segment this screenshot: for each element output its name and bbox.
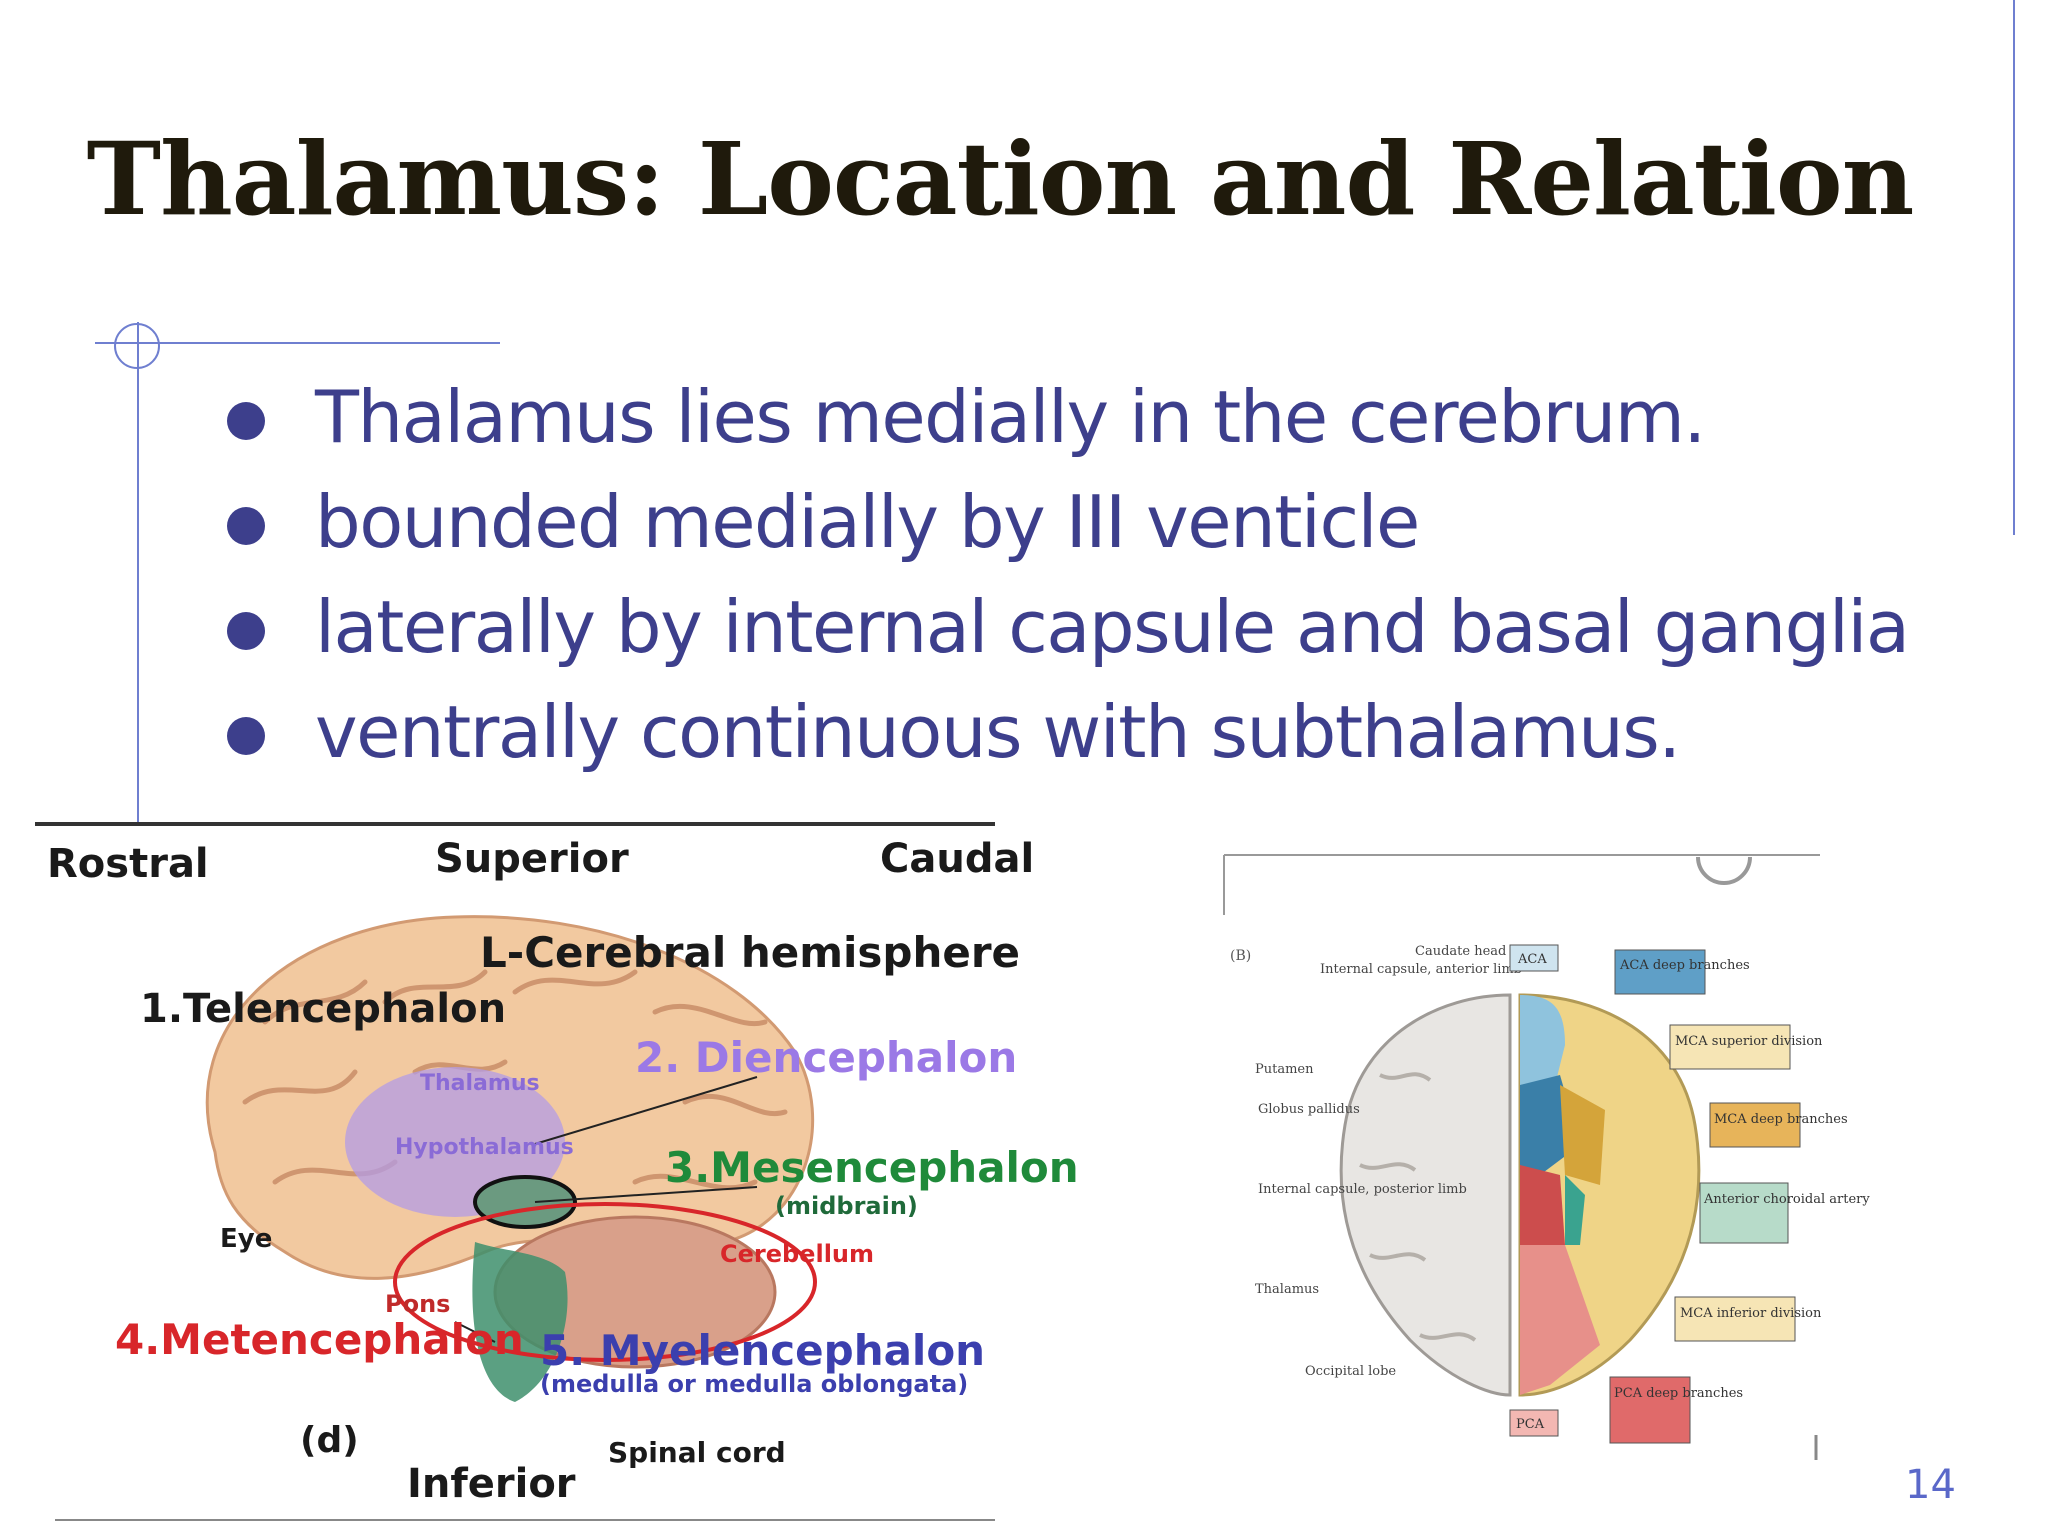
bullet-item: ventrally continuous with subthalamus. [225,680,1908,785]
label-caudate-head: Caudate head [1415,944,1506,959]
bullet-text: Thalamus lies medially in the cerebrum. [315,375,1706,459]
choroidal-green-territory [1565,1175,1585,1245]
label-thalamus-artery: Thalamus [1255,1282,1319,1297]
label-medulla: (medulla or medulla oblongata) [540,1370,968,1398]
pca-territory [1520,1245,1600,1395]
brainstem-shape [472,1242,568,1402]
mca-deep-territory [1560,1085,1605,1185]
label-internal-capsule-posterior: Internal capsule, posterior limb [1258,1182,1467,1197]
bullet-item: laterally by internal capsule and basal … [225,575,1910,680]
label-globus-pallidus: Globus pallidus [1258,1102,1360,1117]
left-sulci-pattern [1359,1072,1477,1342]
decorative-line-left [137,322,139,822]
left-hemisphere-shape [1339,993,1512,1397]
box-mca-inferior: MCA inferior division [1680,1306,1822,1321]
bullet-icon [227,612,265,650]
label-panel-d: (d) [300,1420,359,1461]
bullet-icon [227,507,265,545]
pointer-line [454,1321,496,1343]
label-putamen: Putamen [1255,1062,1314,1077]
box-mca-deep: MCA deep branches [1714,1112,1848,1127]
cerebellum-outline [393,1202,817,1362]
bullet-list: Thalamus lies medially in the cerebrum. … [225,365,1910,785]
page-number: 14 [1905,1462,1956,1508]
label-internal-capsule-anterior: Internal capsule, anterior limb [1320,962,1522,977]
label-spinal-cord: Spinal cord [608,1436,786,1469]
label-occipital-lobe: Occipital lobe [1305,1364,1396,1379]
box-mca-superior: MCA superior division [1675,1034,1823,1049]
label-metencephalon: 4.Metencephalon [115,1315,524,1364]
bullet-text: laterally by internal capsule and basal … [315,585,1910,669]
bullet-item: Thalamus lies medially in the cerebrum. [225,365,1908,470]
arterial-territories-figure: (B) Internal capsule, anterior limb Caud… [1220,845,1870,1465]
label-mesencephalon: 3.Mesencephalon [665,1143,1079,1192]
label-midbrain: (midbrain) [775,1192,918,1220]
label-cerebellum: Cerebellum [720,1240,874,1268]
label-thalamus: Thalamus [420,1071,540,1096]
figure-corner-mark [1696,856,1752,885]
box-pca-deep: PCA deep branches [1614,1386,1743,1401]
box-anterior-choroidal: Anterior choroidal artery [1703,1192,1870,1207]
midbrain-circle [473,1175,577,1229]
label-hypothalamus: Hypothalamus [395,1135,574,1160]
slide-title: Thalamus: Location and Relation [86,120,1915,238]
decorative-crosshair [114,323,160,369]
bullet-item: bounded medially by III venticle [225,470,1908,575]
box-aca-deep: ACA deep branches [1619,958,1750,973]
box-aca: ACA [1517,952,1547,967]
bullet-text: bounded medially by III venticle [315,480,1420,564]
decorative-line-right [2013,0,2015,535]
bullet-icon [227,717,265,755]
label-eye: Eye [220,1224,272,1254]
decorative-line-horizontal [95,342,500,344]
pointer-line [534,1186,758,1203]
brain-divisions-figure: Rostral Superior Caudal L-Cerebral hemis… [35,822,1079,1526]
label-telencephalon: 1.Telencephalon [140,986,506,1032]
bullet-text: ventrally continuous with subthalamus. [315,690,1681,774]
bullet-icon [227,402,265,440]
anterior-choroidal-territory [1520,1165,1565,1255]
label-hemisphere: L-Cerebral hemisphere [480,928,1020,977]
label-superior: Superior [435,836,629,882]
box-pca: PCA [1516,1417,1545,1432]
label-myelencephalon: 5. Myelencephalon [540,1326,985,1375]
label-inferior: Inferior [407,1461,576,1507]
label-pons: Pons [385,1290,450,1318]
label-rostral: Rostral [47,841,209,887]
label-diencephalon: 2. Diencephalon [635,1033,1017,1082]
pointer-line [534,1076,758,1145]
label-caudal: Caudal [880,836,1034,882]
label-panel-b: (B) [1230,948,1251,964]
